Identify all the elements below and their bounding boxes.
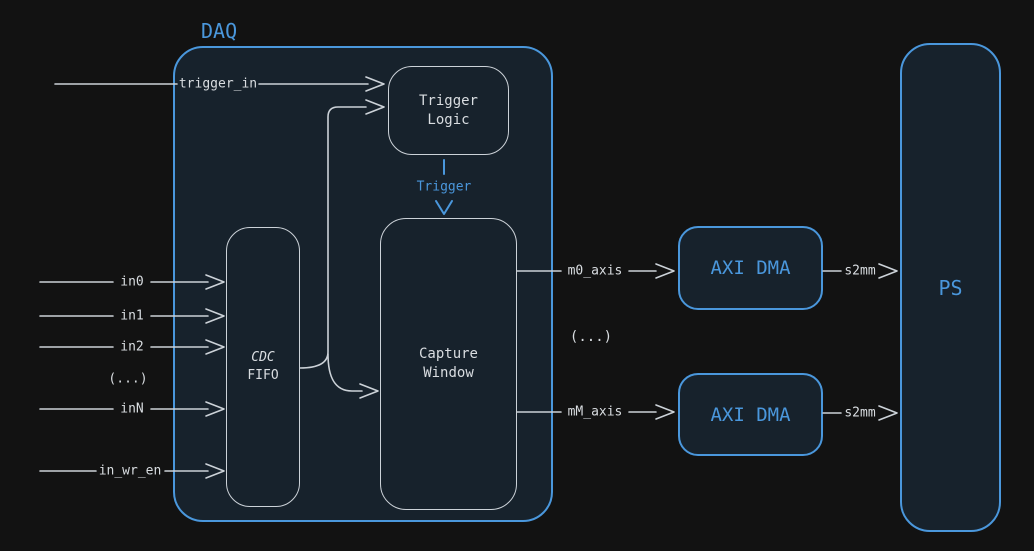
axi-dma-bottom-label: AXI DMA	[710, 403, 791, 426]
wire-label-s2mm-top: s2mm	[844, 263, 876, 279]
trigger-logic-box: Trigger Logic	[388, 66, 509, 155]
capture-window-label: Capture Window	[381, 219, 516, 509]
trigger-logic-line2: Logic	[427, 111, 470, 128]
wire-label-mM-axis: mM_axis	[567, 404, 623, 420]
arrowhead-s2mm-bottom	[878, 405, 898, 421]
arrowhead-s2mm-top	[878, 263, 898, 279]
wire-label-in1: in1	[120, 308, 144, 324]
arrowhead-m0-axis	[655, 263, 675, 279]
wire-label-trigger: Trigger	[416, 179, 472, 195]
wire-label-trigger-in: trigger_in	[178, 76, 258, 92]
wire-label-m-ellipsis: (...)	[569, 329, 613, 345]
wire-label-in-wr-en: in_wr_en	[98, 463, 162, 479]
trigger-logic-line1: Trigger	[418, 92, 478, 109]
arrowhead-mM-axis	[655, 404, 675, 420]
axi-dma-bottom-box: AXI DMA	[678, 373, 823, 456]
cdc-line: CDC	[251, 350, 275, 365]
capture-window-box: Capture Window	[380, 218, 517, 510]
fifo-line: FIFO	[247, 368, 279, 383]
axi-dma-top-box: AXI DMA	[678, 226, 823, 310]
wire-label-inN: inN	[120, 401, 144, 417]
axi-dma-top-label: AXI DMA	[710, 257, 791, 279]
daq-title: DAQ	[201, 19, 238, 43]
ps-label: PS	[938, 275, 963, 300]
capture-window-line1: Capture	[418, 346, 478, 362]
wire-label-in-ellipsis: (...)	[108, 371, 148, 387]
wire-label-in0: in0	[120, 274, 144, 290]
cdc-fifo-box: CDC FIFO	[226, 227, 300, 507]
wire-label-s2mm-bottom: s2mm	[844, 405, 876, 421]
wire-label-in2: in2	[120, 339, 144, 355]
ps-box: PS	[900, 43, 1001, 532]
cdc-fifo-label: CDC FIFO	[227, 228, 299, 506]
wire-label-m0-axis: m0_axis	[567, 263, 623, 279]
capture-window-line2: Window	[423, 365, 474, 381]
trigger-logic-label: Trigger Logic	[389, 67, 508, 154]
